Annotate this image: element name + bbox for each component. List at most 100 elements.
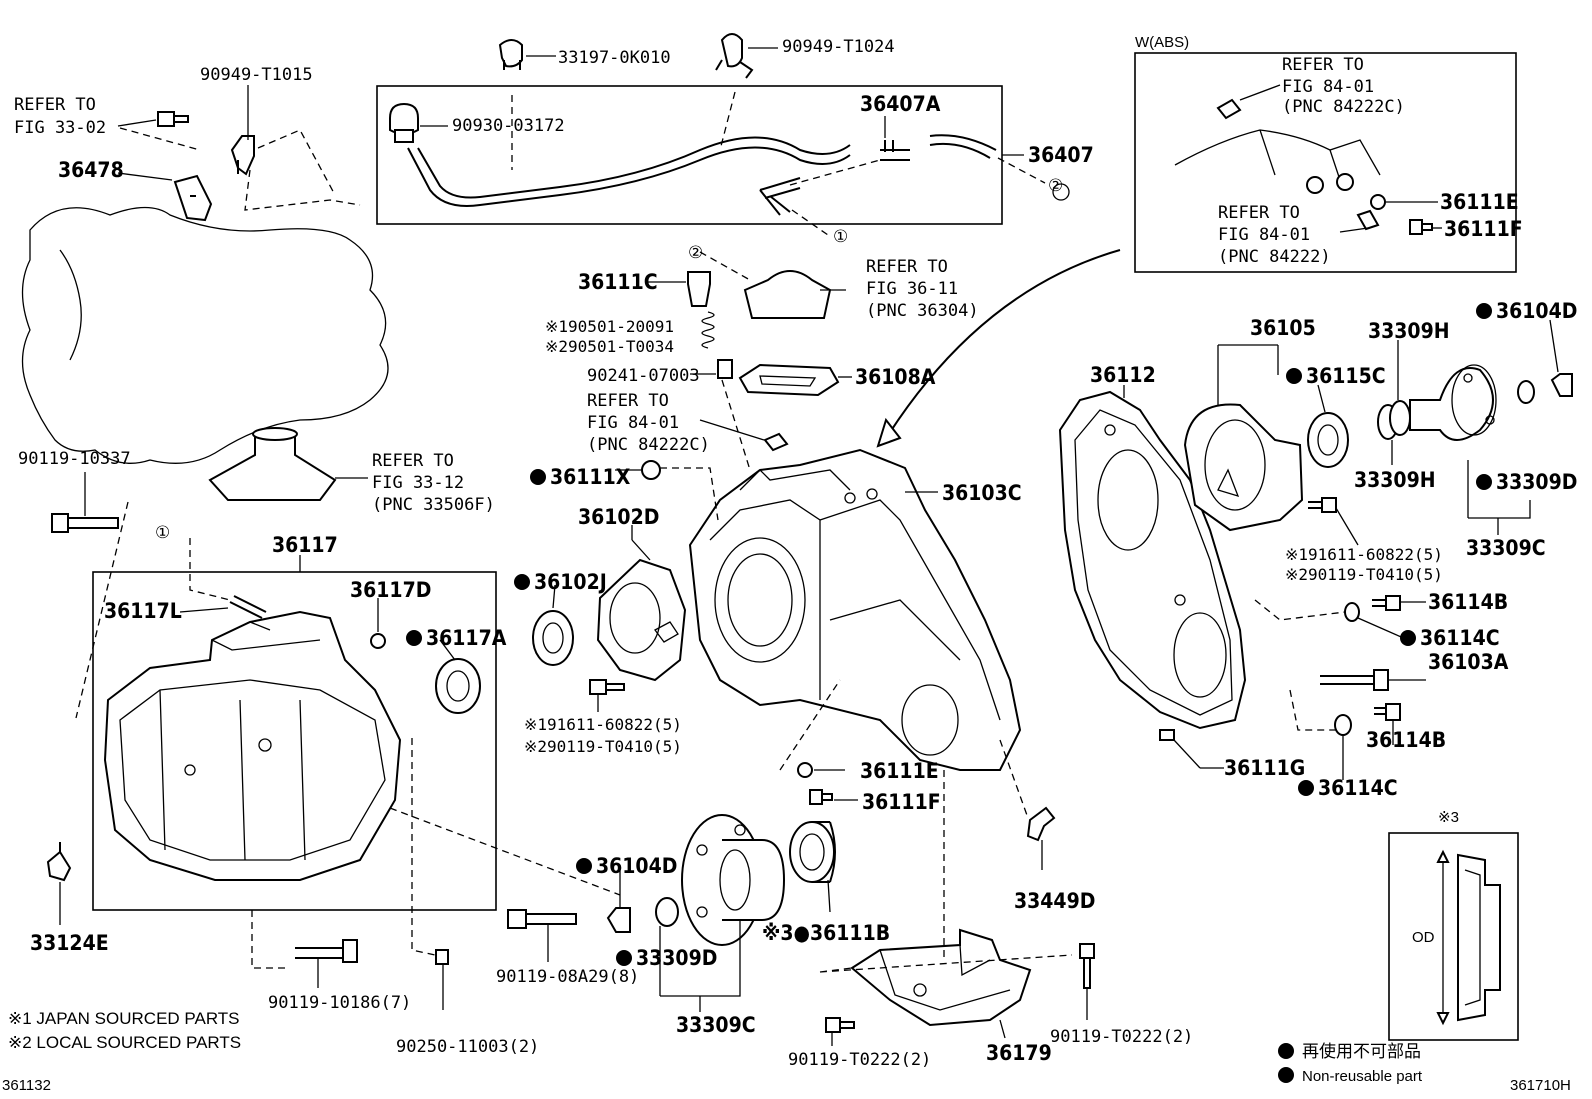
washer-33309D bbox=[655, 897, 679, 927]
legend-dot-2 bbox=[1278, 1067, 1294, 1083]
nonreusable-dot-36104D-b bbox=[576, 858, 592, 874]
flange-right-33309C bbox=[1409, 364, 1497, 441]
label-36114B-a: 36114B bbox=[1428, 590, 1508, 614]
label-33309C-r: 33309C bbox=[1466, 536, 1546, 560]
transfer-case-36103C bbox=[688, 448, 1022, 771]
seal-36111B bbox=[789, 821, 836, 883]
label-ref8401a-c: (PNC 84222C) bbox=[1282, 97, 1405, 117]
clip-33197 bbox=[498, 39, 523, 70]
cover-3611 bbox=[743, 270, 832, 319]
label-abs-36111F: 36111F bbox=[1444, 217, 1523, 241]
label-36111X: 36111X bbox=[550, 465, 631, 489]
label-36108A: 36108A bbox=[855, 365, 936, 389]
bolt-91611-right bbox=[1308, 497, 1337, 513]
extension-housing-box bbox=[92, 571, 497, 911]
extension-housing-36117 bbox=[103, 610, 402, 881]
seal-od-label: OD bbox=[1412, 929, 1435, 946]
label-33309D-r: 33309D bbox=[1496, 470, 1577, 494]
callout-2-mid: ② bbox=[688, 243, 703, 263]
nonreusable-dot-33309D-b bbox=[616, 950, 632, 966]
hose-36407 bbox=[929, 134, 997, 159]
label-ref8401c-c: (PNC 84222C) bbox=[587, 435, 710, 455]
label-abs-36111E: 36111E bbox=[1440, 190, 1519, 214]
label-36111B: ※3●36111B bbox=[762, 921, 890, 945]
clip-90949-T1015 bbox=[230, 135, 255, 176]
sensor-abs-bottom bbox=[1356, 209, 1380, 231]
legend-dot-1 bbox=[1278, 1043, 1294, 1059]
retainer-36105 bbox=[1183, 403, 1304, 532]
label-290501: ※290501-T0034 bbox=[545, 337, 674, 356]
breather-hose bbox=[407, 146, 851, 207]
bracket-36478 bbox=[173, 174, 213, 222]
label-90949-t1015: 90949-T1015 bbox=[200, 65, 313, 85]
bolt-91611-center bbox=[589, 679, 625, 695]
label-36111G: 36111G bbox=[1224, 756, 1305, 780]
seal-cross-section bbox=[1457, 853, 1501, 1022]
label-191611-b: ※191611-60822(5) bbox=[1285, 545, 1443, 564]
label-ref8401b-b: FIG 84-01 bbox=[1218, 225, 1310, 245]
bolt-90119-T0222-right bbox=[1079, 943, 1095, 989]
label-33449D: 33449D bbox=[1014, 889, 1095, 913]
label-ref8401b-c: (PNC 84222) bbox=[1218, 247, 1331, 267]
bolt-36111F bbox=[809, 789, 833, 805]
callout-1-top: ① bbox=[833, 227, 848, 247]
pin-36111G bbox=[1159, 729, 1175, 741]
label-36478: 36478 bbox=[58, 158, 124, 182]
label-36111E: 36111E bbox=[860, 759, 939, 783]
label-36103C: 36103C bbox=[942, 481, 1022, 505]
label-90930: 90930-03172 bbox=[452, 116, 565, 136]
label-90250: 90250-11003(2) bbox=[396, 1037, 539, 1057]
skid-plate-36179 bbox=[850, 928, 1032, 1027]
label-36114C-a: 36114C bbox=[1420, 626, 1500, 650]
bolt-refer-3302 bbox=[157, 111, 189, 127]
seal-inset-title: ※3 bbox=[1438, 809, 1459, 826]
plug-36111C bbox=[687, 271, 711, 307]
seal-36115C bbox=[1307, 412, 1349, 468]
label-ref3611-c: (PNC 36304) bbox=[866, 301, 979, 321]
arrow-abs bbox=[884, 249, 1121, 441]
label-90119-T0222b: 90119-T0222(2) bbox=[788, 1050, 931, 1070]
pin-36117L bbox=[229, 595, 267, 619]
label-33197: 33197-0K010 bbox=[558, 48, 671, 68]
plug-36117D bbox=[370, 633, 386, 649]
footer-right-id: 361710H bbox=[1510, 1077, 1571, 1094]
transmission-outline bbox=[21, 206, 389, 464]
flange-33309C bbox=[681, 814, 786, 946]
bolt-abs-36111F bbox=[1409, 219, 1433, 235]
label-36111C: 36111C bbox=[578, 270, 658, 294]
label-ref3302-a: REFER TO bbox=[14, 95, 96, 115]
hose-joint-36407A bbox=[880, 140, 910, 161]
label-36115C: 36115C bbox=[1306, 364, 1386, 388]
label-36114C-b: 36114C bbox=[1318, 776, 1398, 800]
callout-2-top: ② bbox=[1048, 176, 1063, 196]
ball-90241 bbox=[717, 359, 733, 379]
label-ref3312-c: (PNC 33506F) bbox=[372, 495, 495, 515]
abs-inset-box bbox=[1134, 52, 1517, 273]
legend-jp: 再使用不可部品 bbox=[1302, 1041, 1421, 1061]
cover-36112 bbox=[1058, 390, 1247, 730]
seal-36102J bbox=[532, 610, 574, 666]
clip-90949-T1024 bbox=[715, 33, 754, 79]
label-ref3302-b: FIG 33-02 bbox=[14, 118, 106, 138]
label-36117D: 36117D bbox=[350, 578, 431, 602]
label-36179: 36179 bbox=[986, 1041, 1052, 1065]
legend-en: Non-reusable part bbox=[1302, 1068, 1423, 1085]
label-90949-t1024: 90949-T1024 bbox=[782, 37, 895, 57]
hose-elbow bbox=[759, 177, 801, 216]
label-36112: 36112 bbox=[1090, 363, 1156, 387]
spring bbox=[701, 311, 715, 349]
label-90119-10337: 90119-10337 bbox=[18, 449, 131, 469]
label-36407A: 36407A bbox=[860, 92, 941, 116]
label-ref8401c-b: FIG 84-01 bbox=[587, 413, 679, 433]
label-33309H-top: 33309H bbox=[1368, 319, 1450, 343]
label-ref3611-a: REFER TO bbox=[866, 257, 948, 277]
label-33309C-b: 33309C bbox=[676, 1013, 756, 1037]
nonreusable-dot-36111X bbox=[530, 469, 546, 485]
washer-36114C-a bbox=[1344, 602, 1360, 622]
pin-90250 bbox=[435, 949, 449, 965]
bolt-90119-08A29 bbox=[507, 909, 577, 929]
label-ref8401b-a: REFER TO bbox=[1218, 203, 1300, 223]
abs-title: W(ABS) bbox=[1135, 34, 1189, 51]
nonreusable-dot-33309D-r bbox=[1476, 474, 1492, 490]
